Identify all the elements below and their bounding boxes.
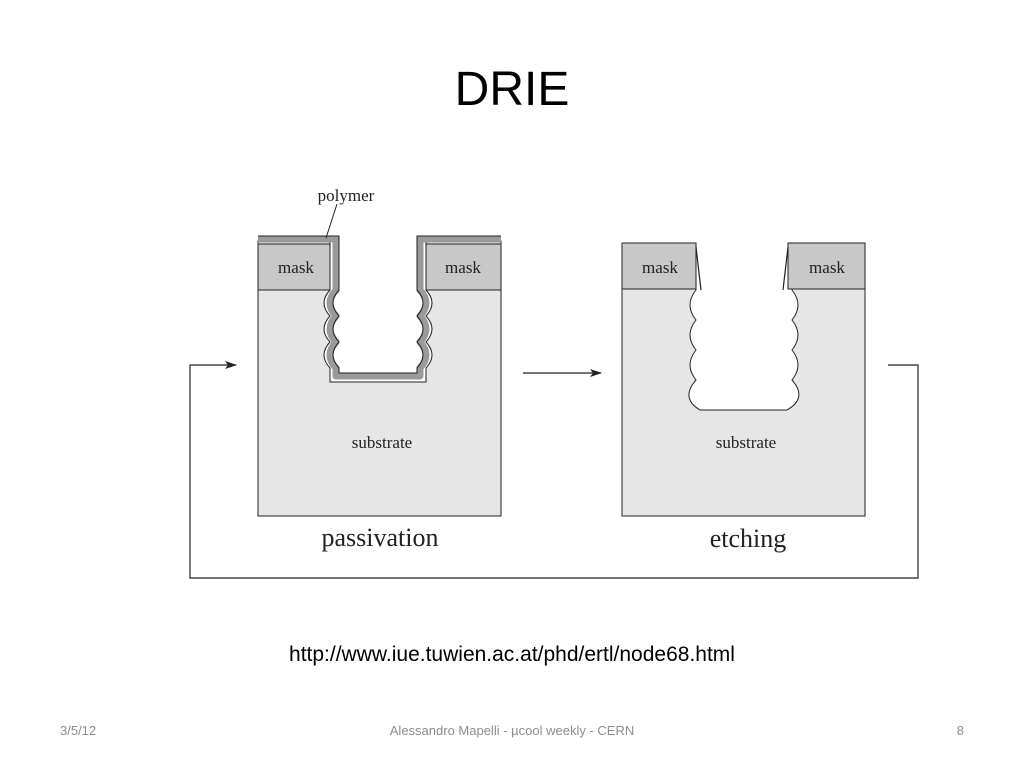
etching-mask-left	[621, 242, 697, 290]
passivation-polymer-left	[258, 235, 501, 380]
etching-substrate	[621, 242, 866, 517]
etching-polymer-right	[782, 246, 789, 291]
label-mask-passivation-right: mask	[445, 258, 481, 277]
slide-title: DRIE	[454, 63, 570, 116]
passivation-polymer-outline	[258, 235, 501, 374]
label-etching: etching	[710, 524, 787, 553]
footer-author: Alessandro Mapelli - µcool weekly - CERN	[389, 723, 635, 738]
label-mask-passivation-left: mask	[278, 258, 314, 277]
polymer-leader-line	[325, 203, 338, 239]
passivation-mask-left	[257, 243, 331, 291]
passivation-mask-right	[425, 243, 502, 291]
etching-mask-right	[787, 242, 866, 290]
etching-polymer-left	[695, 246, 702, 291]
cycle-return-line	[189, 361, 919, 579]
source-url-link[interactable]: http://www.iue.tuwien.ac.at/phd/ertl/nod…	[289, 643, 735, 666]
label-passivation: passivation	[322, 523, 439, 552]
footer-page-number: 8	[956, 723, 964, 738]
label-mask-etching-left: mask	[642, 258, 678, 277]
etching-panel	[621, 242, 866, 517]
label-polymer: polymer	[318, 186, 375, 205]
label-mask-etching-right: mask	[809, 258, 845, 277]
passivation-panel	[257, 203, 502, 517]
label-substrate-etching: substrate	[716, 433, 776, 452]
label-substrate-passivation: substrate	[352, 433, 412, 452]
passivation-substrate	[257, 240, 502, 517]
footer-date: 3/5/12	[60, 723, 97, 738]
